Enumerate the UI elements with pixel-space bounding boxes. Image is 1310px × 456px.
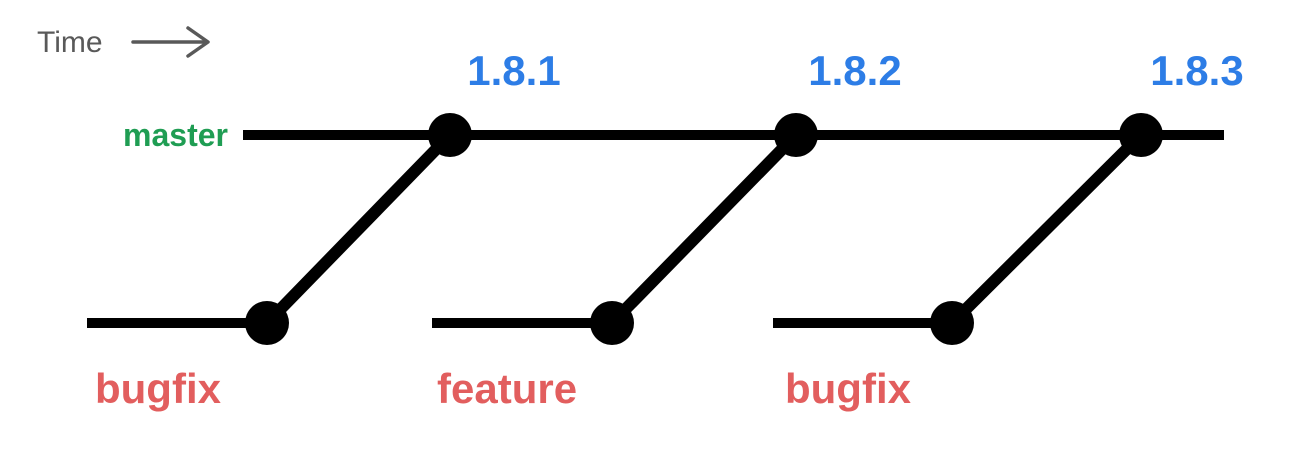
release-tag-label-1.8.2: 1.8.2	[808, 47, 901, 94]
labels-layer: bugfix feature bugfix 1.8.1 1.8.2 1.8.3 master	[95, 47, 1244, 412]
commit-node-bugfix	[245, 301, 289, 345]
branch-label-feature: feature	[437, 365, 577, 412]
merge-line-bugfix-to-1.8.1	[262, 130, 455, 328]
time-arrow-icon	[131, 26, 210, 58]
time-axis-label: Time	[37, 26, 103, 59]
merge-line-bugfix-to-1.8.3	[947, 130, 1146, 328]
release-node-1.8.3	[1119, 113, 1163, 157]
commit-nodes-layer	[245, 113, 1163, 345]
commit-node-bugfix	[930, 301, 974, 345]
release-tag-label-1.8.1: 1.8.1	[467, 47, 560, 94]
commit-node-feature	[590, 301, 634, 345]
branch-lines-layer	[87, 130, 1224, 328]
branch-label-bugfix: bugfix	[785, 365, 912, 412]
release-node-1.8.1	[428, 113, 472, 157]
release-tag-label-1.8.3: 1.8.3	[1150, 47, 1243, 94]
release-node-1.8.2	[774, 113, 818, 157]
merge-line-feature-to-1.8.2	[607, 130, 801, 328]
branch-label-bugfix: bugfix	[95, 365, 222, 412]
master-branch-label: master	[123, 117, 228, 153]
time-axis-layer: Time	[37, 26, 210, 59]
